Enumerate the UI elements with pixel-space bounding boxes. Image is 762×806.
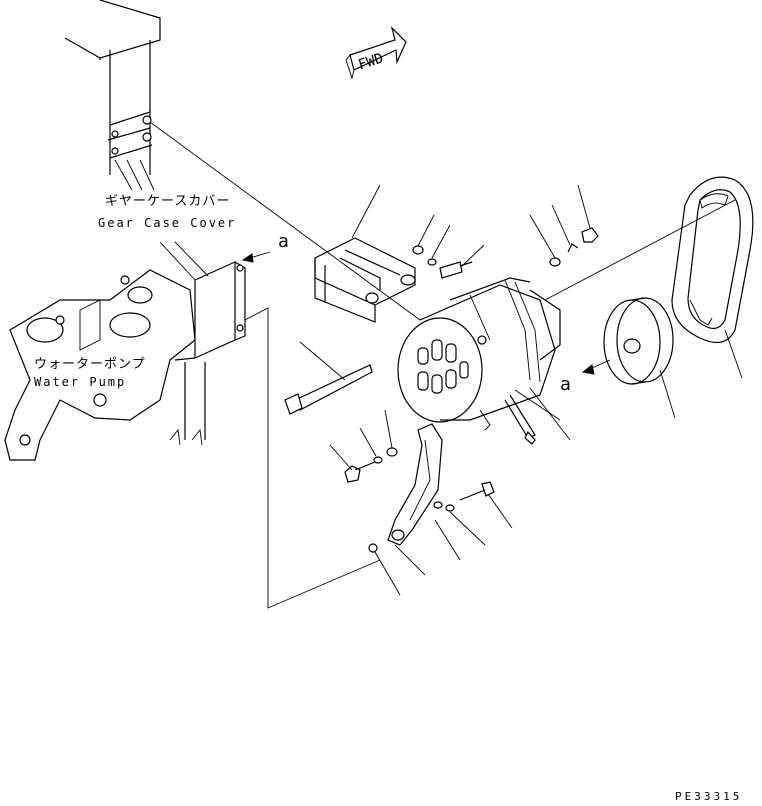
alternator-vents [417,339,469,394]
alternator [397,277,571,445]
arm-hardware [329,409,513,596]
gear-case-cover-en: Gear Case Cover [98,216,236,230]
pulley [603,297,676,419]
view-marker-left-letter: a [278,231,289,252]
v-belt [671,176,754,379]
fwd-label: FWD [356,50,385,73]
leader-line [544,199,736,301]
view-marker-left: a [241,231,289,263]
fwd-arrow: FWD [345,26,407,80]
view-marker-right-letter: a [560,374,571,395]
water-pump-jp: ウォーターポンプ [34,357,146,372]
gear-case-cover-label: ギヤーケースカバー Gear Case Cover [98,194,236,230]
water-pump [4,269,196,461]
leader-line [149,121,421,321]
engine-block [64,0,161,191]
water-pump-label: ウォーターポンプ Water Pump [34,357,146,389]
drawing-code: PE33315 [675,790,742,803]
through-bolt [284,341,373,415]
water-pump-en: Water Pump [34,375,126,389]
mounting-bracket [314,184,416,323]
adjusting-arm [387,423,461,576]
bracket-hardware [412,214,485,279]
view-marker-right: a [560,359,611,395]
alternator-hardware [529,184,599,267]
leader-line [244,307,381,609]
gear-case-cover-jp: ギヤーケースカバー [105,194,230,209]
gear-case-cover [159,241,246,446]
